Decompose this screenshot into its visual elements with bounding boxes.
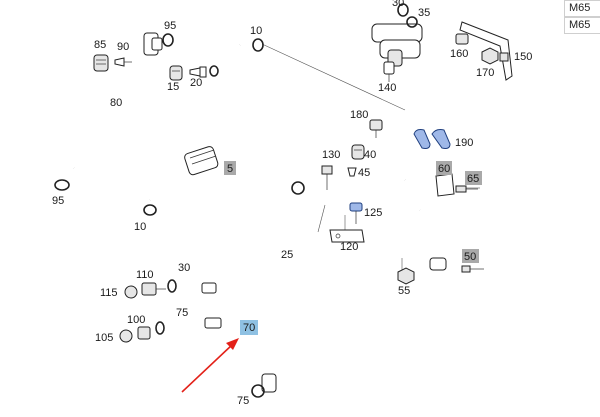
callout-115: 115 — [100, 287, 118, 299]
callout-105: 105 — [95, 332, 113, 344]
seal-ring-30-bottom — [167, 279, 177, 293]
callout-95-top: 95 — [164, 20, 176, 32]
callout-130: 130 — [322, 149, 340, 161]
pipe-80 — [61, 54, 153, 170]
seal-ring-75-upper — [155, 321, 165, 335]
valve-45 — [347, 167, 357, 177]
callout-190: 190 — [455, 137, 473, 149]
coupling-5 — [184, 146, 219, 176]
callout-60: 60 — [438, 163, 450, 175]
seal-ring-20 — [209, 65, 219, 77]
callout-50: 50 — [464, 251, 476, 263]
reference-box-70[interactable] — [240, 320, 258, 335]
bolt-180 — [369, 119, 383, 138]
pipe-10-upper — [148, 43, 242, 202]
callout-125: 125 — [364, 207, 382, 219]
callout-25: 25 — [281, 249, 293, 261]
bolt-130 — [321, 165, 333, 190]
bracket-60 — [435, 173, 455, 197]
nut-170 — [481, 47, 499, 65]
nut-105 — [119, 329, 133, 343]
pointer-arrow — [181, 338, 239, 393]
seal-ring-35 — [406, 16, 418, 28]
seal-ring-75-lower — [251, 384, 265, 398]
callout-10-bottom: 10 — [134, 221, 146, 233]
reference-box-60 — [436, 161, 452, 175]
callout-labels: 85 90 95 10 30 35 15 20 80 160 150 170 1… — [52, 0, 532, 407]
callout-15: 15 — [167, 81, 179, 93]
callout-30-bottom: 30 — [178, 262, 190, 274]
pipe-right-return — [403, 178, 423, 211]
end-fitting-70 — [261, 373, 277, 393]
pipe-5-loop — [189, 137, 301, 186]
bracket-150 — [459, 21, 513, 81]
callout-40: 40 — [364, 149, 376, 161]
pipe-end-right — [429, 257, 447, 271]
reference-box-65 — [465, 171, 482, 185]
callout-100: 100 — [127, 314, 145, 326]
bolt-50 — [461, 265, 484, 273]
reference-box-50 — [462, 249, 479, 263]
callout-5: 5 — [227, 163, 233, 175]
fitting-140 — [383, 61, 395, 82]
pipe-140-vertical — [403, 38, 442, 271]
coupling-25 — [201, 282, 217, 294]
seal-ring-95-top — [162, 33, 174, 47]
callout-65: 65 — [467, 173, 479, 185]
callout-160: 160 — [450, 48, 468, 60]
nut-160 — [455, 33, 469, 45]
nut-55 — [397, 267, 415, 285]
callout-110: 110 — [136, 269, 154, 281]
bracket-120 — [329, 229, 365, 243]
fitting-15 — [169, 65, 183, 81]
valve-100 — [137, 326, 151, 340]
coupling-70 — [204, 317, 222, 329]
callout-75-upper: 75 — [176, 307, 188, 319]
callout-85: 85 — [94, 39, 106, 51]
seal-ring-10-top — [252, 38, 264, 52]
bolt-65 — [455, 185, 478, 193]
callout-140: 140 — [378, 82, 396, 94]
seal-ring-95-bottom — [54, 179, 70, 191]
callout-35: 35 — [418, 7, 430, 19]
nut-115 — [124, 285, 138, 299]
callout-70[interactable]: 70 — [243, 322, 255, 334]
header-cell-2: M65 — [564, 17, 600, 34]
seal-ring-30-top — [397, 3, 409, 17]
callout-20: 20 — [190, 77, 202, 89]
callout-95-bottom: 95 — [52, 195, 64, 207]
valve-110 — [141, 282, 166, 296]
loop-end — [291, 181, 305, 195]
callout-55: 55 — [398, 285, 410, 297]
callout-180: 180 — [350, 109, 368, 121]
valve-90 — [114, 57, 132, 67]
coupling-top-left — [143, 32, 163, 56]
seal-ring-10-bottom — [143, 204, 157, 216]
fitting-85 — [93, 54, 109, 72]
clip-190 — [413, 129, 451, 149]
manifold-top — [371, 23, 423, 67]
callout-30-top: 30 — [392, 0, 404, 9]
callout-80: 80 — [110, 97, 122, 109]
callout-10-top: 10 — [250, 25, 262, 37]
valve-20 — [189, 66, 207, 78]
callout-150: 150 — [514, 51, 532, 63]
header-cell-1: M65 — [564, 0, 600, 17]
callout-90: 90 — [117, 41, 129, 53]
callout-75-lower: 75 — [237, 395, 249, 407]
callout-170: 170 — [476, 67, 494, 79]
pipe-25 — [174, 175, 406, 293]
bolt-125 — [349, 202, 363, 224]
callout-120: 120 — [340, 241, 358, 253]
callout-45: 45 — [358, 167, 370, 179]
nut-40 — [351, 144, 365, 160]
reference-box-5 — [224, 161, 236, 175]
